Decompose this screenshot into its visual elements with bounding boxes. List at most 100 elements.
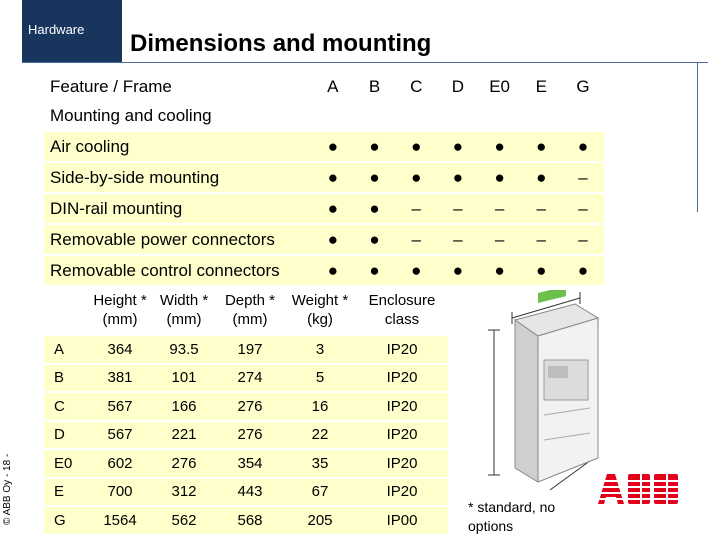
dimension-cell: 101 [152,362,216,392]
page-title: Dimensions and mounting [130,30,432,57]
footnote: * standard, no options [468,499,556,534]
dimension-cell: 197 [216,334,284,364]
feature-cell: ● [562,130,604,162]
feature-cell: ● [478,130,521,162]
dimension-cell: 567 [88,419,152,449]
frame-header: D [437,72,479,101]
frame-header: G [562,72,604,101]
dimension-cell: 5 [284,362,356,392]
dimension-cell: IP20 [356,419,448,449]
dimension-cell: 443 [216,476,284,506]
feature-cell: – [395,223,438,255]
dimension-cell: 700 [88,476,152,506]
feature-cell: – [478,192,521,224]
dimension-cell: 93.5 [152,334,216,364]
feature-cell: ● [437,130,479,162]
feature-section-label: Mounting and cooling [44,101,604,131]
feature-cell: ● [478,161,521,193]
feature-row-label: Air cooling [44,130,312,162]
feature-cell: ● [478,254,521,285]
dimension-cell: B [44,362,88,392]
dimension-cell: 562 [152,505,216,534]
dimension-cell: 354 [216,448,284,478]
feature-row-label: Removable power connectors [44,223,312,255]
dimension-row: E 700 312 443 67 IP20 [44,476,448,506]
abb-logo [598,470,684,504]
feature-cell: ● [520,254,563,285]
frame-rule [697,62,698,212]
feature-section-row: Mounting and cooling [44,101,604,131]
frame-header: E0 [478,72,521,101]
feature-cell: ● [353,254,396,285]
feature-cell: – [437,192,479,224]
feature-row: Side-by-side mounting ● ● ● ● ● ● – [44,161,604,193]
feature-cell: ● [312,161,354,193]
feature-cell: ● [312,192,354,224]
dimension-table: Height * (mm) Width * (mm) Depth * (mm) … [44,286,448,534]
feature-cell: ● [312,254,354,285]
feature-row: Removable power connectors ● ● – – – – – [44,223,604,255]
frame-header: E [520,72,563,101]
frame-header: C [395,72,438,101]
dimension-cell: 274 [216,362,284,392]
frame-header: A [312,72,354,101]
dimension-row: A 364 93.5 197 3 IP20 [44,334,448,364]
dimension-cell: C [44,391,88,421]
dimension-cell: IP20 [356,362,448,392]
feature-cell: – [478,223,521,255]
dimension-cell: IP20 [356,476,448,506]
dimension-cell: 67 [284,476,356,506]
dimension-cell: 221 [152,419,216,449]
feature-row: DIN-rail mounting ● ● – – – – – [44,192,604,224]
dimension-row: E0 602 276 354 35 IP20 [44,448,448,478]
dimension-cell: E [44,476,88,506]
dimension-cell: 16 [284,391,356,421]
dimension-header: Weight * (kg) [284,286,356,335]
feature-cell: – [520,223,563,255]
feature-cell: ● [353,161,396,193]
dimension-cell: G [44,505,88,534]
feature-cell: – [562,223,604,255]
dimension-cell: IP00 [356,505,448,534]
dimension-header: Height * (mm) [88,286,152,335]
feature-cell: – [562,161,604,193]
feature-cell: – [395,192,438,224]
dimension-cell: E0 [44,448,88,478]
drive-illustration [488,290,600,491]
feature-cell: ● [437,161,479,193]
feature-cell: ● [395,254,438,285]
dimension-cell: 276 [152,448,216,478]
dimension-cell: IP20 [356,448,448,478]
dimension-row: D 567 221 276 22 IP20 [44,419,448,449]
dimension-cell: 166 [152,391,216,421]
dimension-cell: 35 [284,448,356,478]
dimension-cell: D [44,419,88,449]
feature-cell: – [562,192,604,224]
feature-cell: ● [437,254,479,285]
dimension-header: Enclosure class [356,286,448,335]
feature-cell: – [437,223,479,255]
feature-row-label: DIN-rail mounting [44,192,312,224]
section-tab: Hardware [22,0,122,62]
feature-cell: ● [353,192,396,224]
feature-cell: ● [520,161,563,193]
feature-row: Removable control connectors ● ● ● ● ● ●… [44,254,604,285]
feature-cell: ● [353,130,396,162]
frame-header: B [353,72,396,101]
feature-table: Feature / Frame A B C D E0 E G Mounting … [44,72,604,285]
dimension-cell: IP20 [356,334,448,364]
dimension-row: B 381 101 274 5 IP20 [44,362,448,392]
dimension-cell: 1564 [88,505,152,534]
dimension-cell: 276 [216,419,284,449]
feature-header-label: Feature / Frame [44,72,312,101]
feature-row-label: Side-by-side mounting [44,161,312,193]
dimension-cell: 205 [284,505,356,534]
section-tab-label: Hardware [28,22,85,37]
feature-row: Air cooling ● ● ● ● ● ● ● [44,130,604,162]
dimension-cell: 312 [152,476,216,506]
dimension-cell: IP20 [356,391,448,421]
feature-header-row: Feature / Frame A B C D E0 E G [44,72,604,101]
dimension-cell: 22 [284,419,356,449]
dimension-row: C 567 166 276 16 IP20 [44,391,448,421]
title-rule [22,62,708,63]
